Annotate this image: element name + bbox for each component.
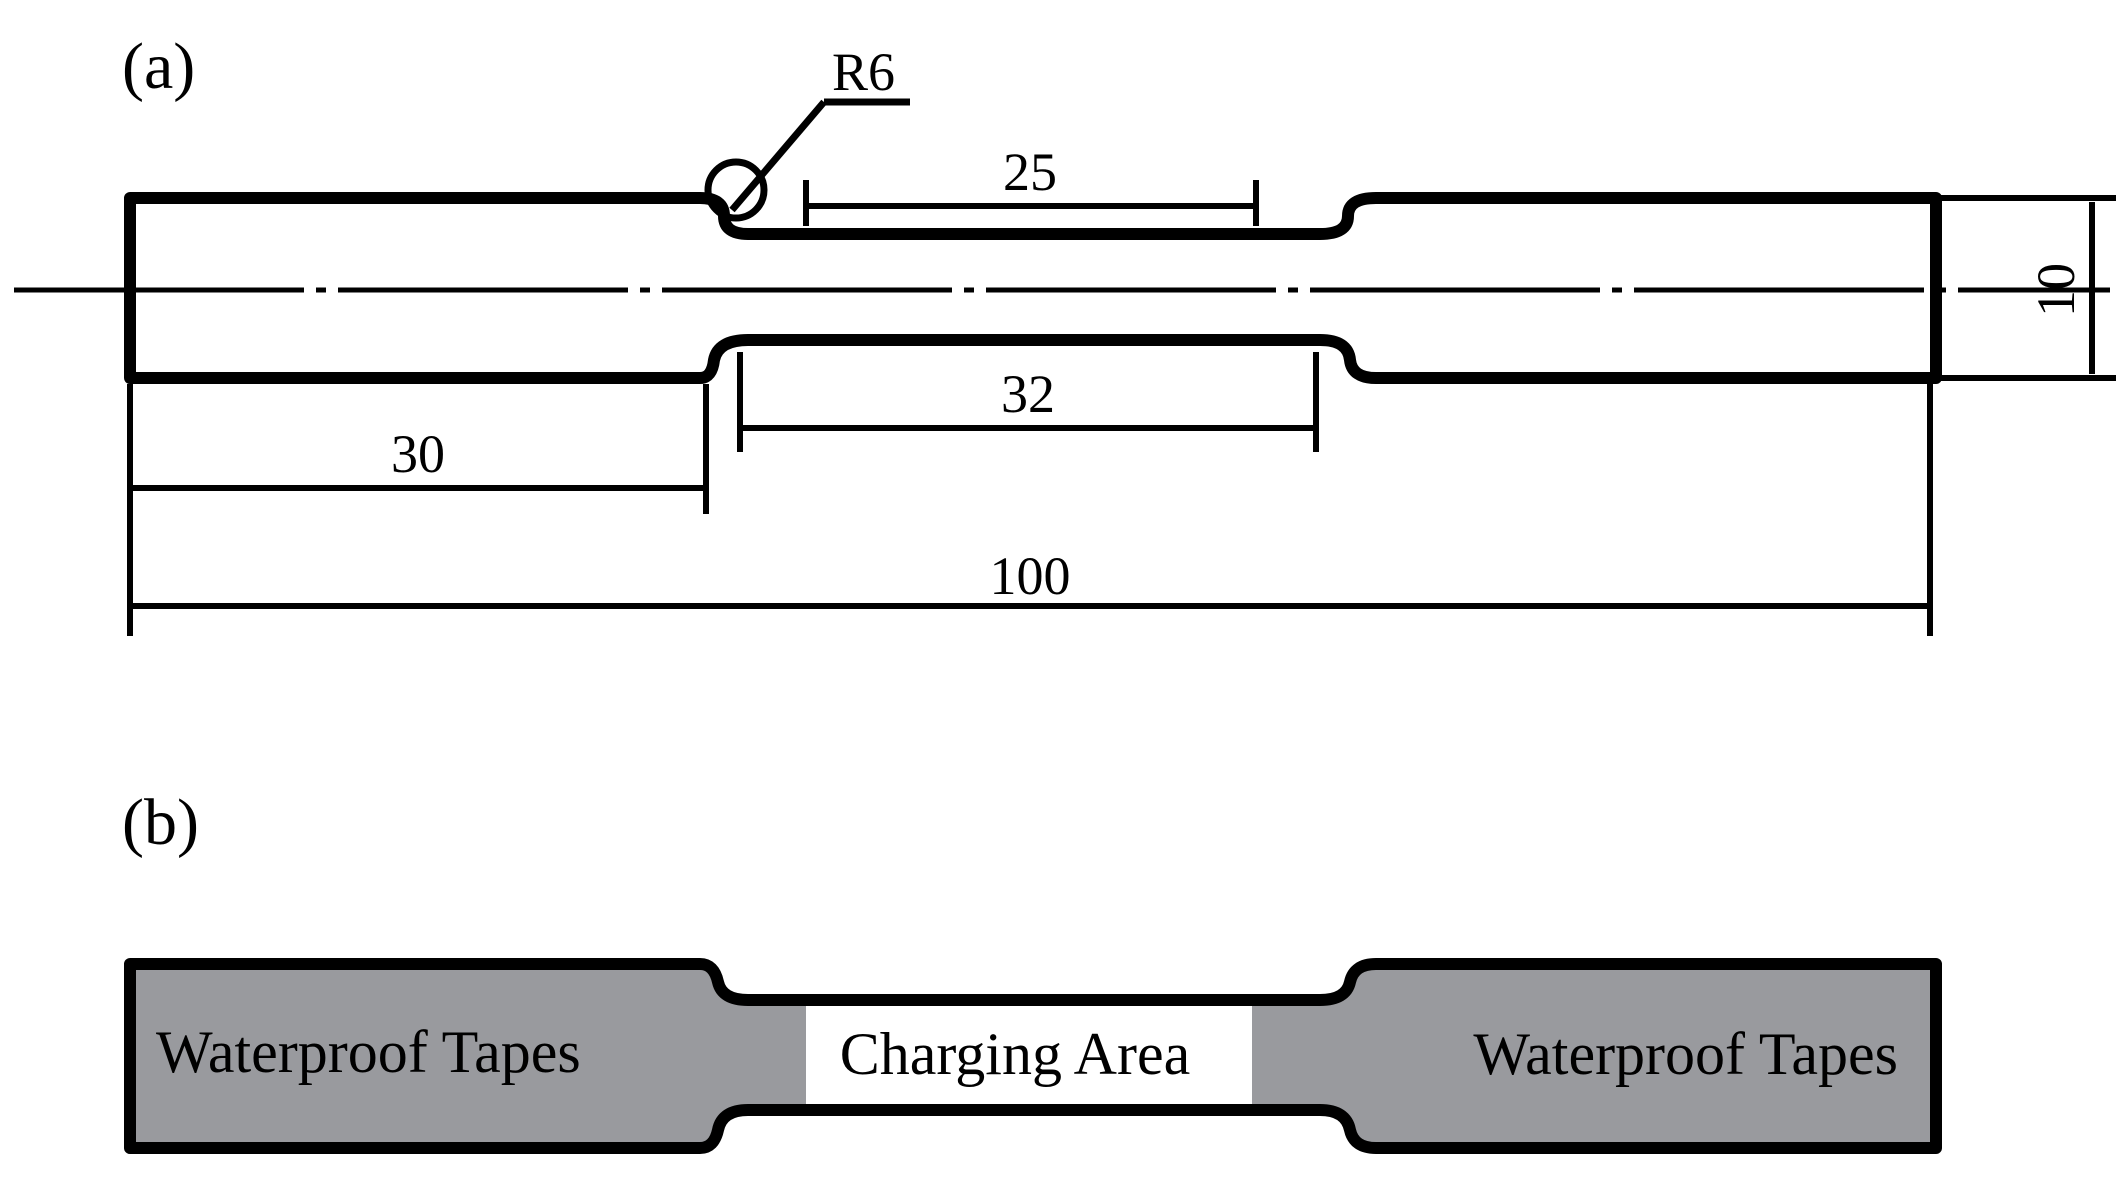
grip-length-label: 30 xyxy=(391,424,445,484)
total-length-label: 100 xyxy=(990,546,1071,606)
radius-dimension-label: R6 xyxy=(832,42,895,102)
width-label: 10 xyxy=(2026,263,2086,317)
panel-b-label: (b) xyxy=(122,786,199,859)
right-waterproof-tape-label: Waterproof Tapes xyxy=(1473,1021,1898,1087)
parallel-length-label: 32 xyxy=(1001,364,1055,424)
specimen-outline-bottom xyxy=(124,334,1942,384)
charging-area-region xyxy=(806,1006,1252,1104)
charging-area-label: Charging Area xyxy=(840,1021,1190,1087)
panel-a-label: (a) xyxy=(122,30,195,103)
specimen-outline-top xyxy=(124,192,1942,240)
gauge-length-label: 25 xyxy=(1003,142,1057,202)
left-waterproof-tape-label: Waterproof Tapes xyxy=(156,1019,581,1085)
fillet-radius-circle xyxy=(704,158,768,222)
radius-leader-line xyxy=(729,99,827,213)
